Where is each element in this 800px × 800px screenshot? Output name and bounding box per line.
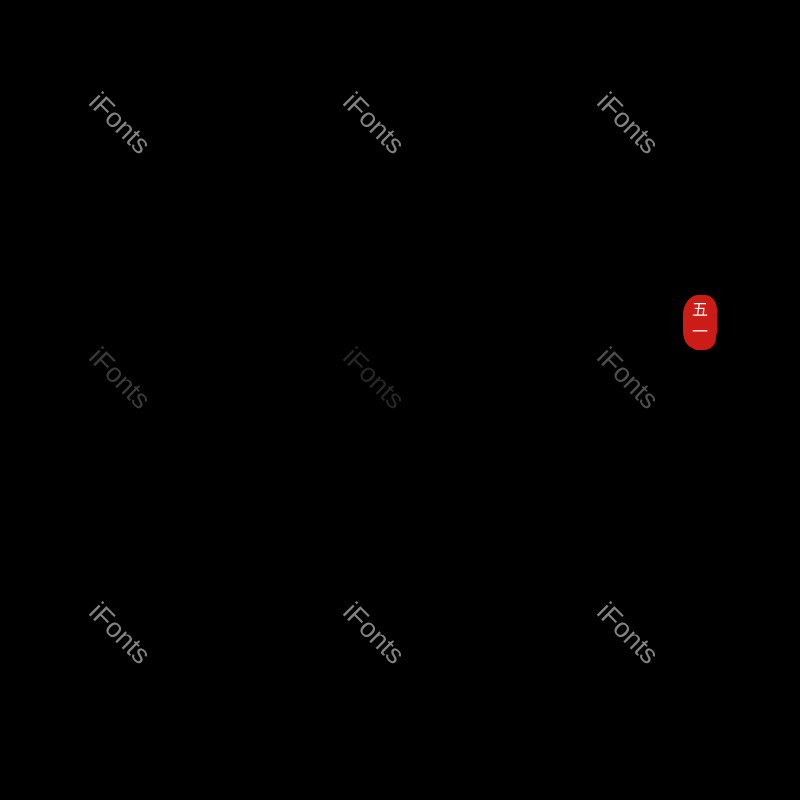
watermark-ifonts: iFonts <box>83 341 157 415</box>
seal-ink-speckle <box>713 313 716 317</box>
watermark-ifonts: iFonts <box>83 596 157 670</box>
seal-character-one: 一 <box>691 322 708 341</box>
watermark-ifonts: iFonts <box>83 86 157 160</box>
watermark-ifonts: iFonts <box>591 341 665 415</box>
watermark-ifonts: iFonts <box>591 86 665 160</box>
watermark-ifonts: iFonts <box>337 86 411 160</box>
watermark-ifonts: iFonts <box>591 596 665 670</box>
watermark-ifonts: iFonts <box>337 596 411 670</box>
red-seal-stamp: 五 一 <box>684 296 716 346</box>
seal-character-five: 五 <box>691 300 708 319</box>
watermark-ifonts: iFonts <box>337 341 411 415</box>
